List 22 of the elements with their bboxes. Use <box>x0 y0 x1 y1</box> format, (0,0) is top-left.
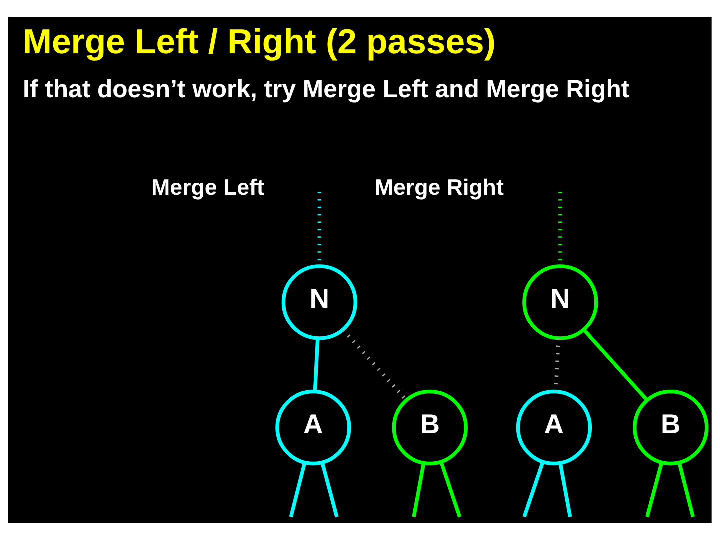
connector <box>558 463 572 518</box>
node-circle: A <box>516 390 592 466</box>
connector <box>313 338 320 392</box>
connector <box>554 338 561 392</box>
node-circle: A <box>276 390 352 466</box>
connector <box>522 462 545 518</box>
node-circle: B <box>633 390 709 466</box>
label: Merge Right <box>374 174 504 200</box>
connector <box>646 462 664 518</box>
connector <box>289 462 307 518</box>
connector <box>678 462 695 518</box>
connector <box>440 462 462 518</box>
connector <box>320 462 339 518</box>
connector <box>412 463 426 518</box>
connector <box>583 329 649 402</box>
node-circle: N <box>282 264 358 340</box>
node-circle: B <box>392 390 468 466</box>
node-circle: N <box>522 264 598 340</box>
diagram-title: Merge Left / Right (2 passes) <box>23 23 496 62</box>
label: If that doesn’t work, try Merge Left and Merge Right <box>23 76 630 104</box>
connector <box>342 329 408 402</box>
label: Merge Left <box>152 174 264 200</box>
